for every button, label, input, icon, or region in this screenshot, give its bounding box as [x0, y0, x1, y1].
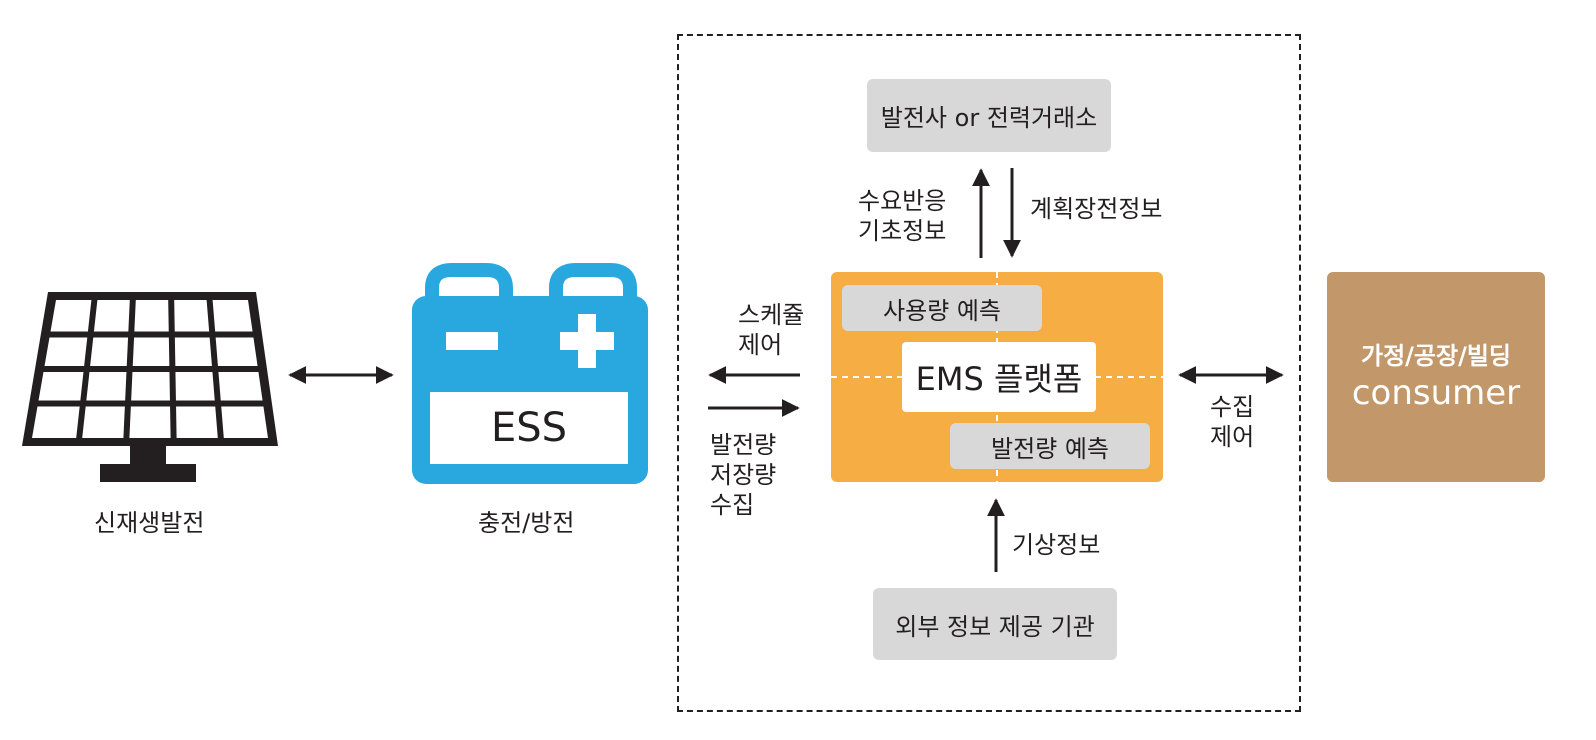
- solar-cell: [134, 300, 169, 332]
- consumer-line1: 가정/공장/빌딩: [1360, 342, 1511, 370]
- upward-flow-line1: 수요반응: [858, 187, 947, 215]
- solar-cell: [93, 300, 130, 332]
- schedule-control-line1: 스케쥴: [738, 301, 805, 329]
- solar-cell: [212, 300, 253, 332]
- solar-cell: [176, 406, 218, 438]
- solar-cell: [174, 300, 210, 332]
- collection-line1: 발전량: [710, 431, 777, 459]
- solar-cell: [175, 372, 215, 401]
- solar-cell: [129, 406, 171, 438]
- downward-flow-label: 계획장전정보: [1030, 195, 1163, 223]
- collection-line2: 저장량: [710, 461, 777, 489]
- solar-cell: [86, 372, 127, 401]
- solar-stand-stem: [130, 446, 166, 466]
- generation-forecast-box: 발전량 예측: [950, 423, 1150, 469]
- consumer-flow-line2: 제어: [1210, 423, 1255, 451]
- ems-title: EMS 플랫폼: [902, 342, 1096, 412]
- solar-label: 신재생발전: [94, 509, 205, 537]
- consumer-line2: consumer: [1351, 373, 1521, 413]
- consumer-flow-label: 수집 제어: [1210, 392, 1254, 452]
- upward-flow-line2: 기초정보: [858, 217, 947, 245]
- solar-cell: [90, 337, 129, 366]
- solar-stand-base: [100, 464, 196, 482]
- solar-cell: [221, 406, 268, 438]
- schedule-control-line2: 제어: [738, 331, 783, 359]
- ems-boundary: [677, 34, 1301, 712]
- upward-flow-label: 수요반응 기초정보: [858, 186, 946, 246]
- solar-cell: [32, 406, 80, 438]
- weather-label: 기상정보: [1012, 531, 1101, 559]
- ess-title: ESS: [490, 405, 568, 451]
- solar-cell: [132, 337, 170, 366]
- power-exchange-box: 발전사 or 전력거래소: [867, 79, 1111, 152]
- ess-label: 충전/방전: [478, 509, 575, 537]
- schedule-control-label: 스케쥴 제어: [738, 300, 804, 360]
- solar-cell: [215, 337, 258, 366]
- collection-label: 발전량 저장량 수집: [710, 430, 776, 520]
- solar-cell: [218, 372, 263, 401]
- collection-line3: 수집: [710, 491, 755, 519]
- solar-cell: [174, 337, 212, 366]
- solar-cell: [82, 406, 125, 438]
- consumer-box: 가정/공장/빌딩 consumer: [1327, 272, 1545, 482]
- solar-cell: [131, 372, 170, 401]
- external-provider-box: 외부 정보 제공 기관: [873, 588, 1117, 660]
- solar-cell: [38, 372, 84, 401]
- usage-forecast-box: 사용량 예측: [842, 285, 1042, 331]
- consumer-flow-line1: 수집: [1210, 393, 1255, 421]
- solar-cell: [44, 337, 88, 366]
- solar-cell: [50, 300, 92, 332]
